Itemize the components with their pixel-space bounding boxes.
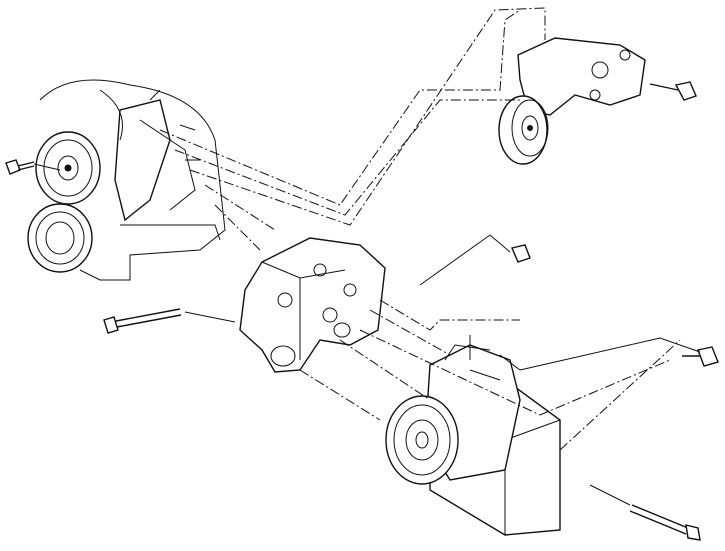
bolt-left — [5, 159, 61, 175]
bolt-right-lower — [589, 484, 701, 541]
compressor-bracket — [239, 237, 386, 373]
alignment-lines — [159, 7, 701, 451]
bolt-long-left — [103, 308, 236, 334]
engine-pulleys — [27, 79, 226, 281]
bolt-middle — [489, 234, 531, 263]
ac-compressor — [385, 335, 561, 536]
bolt-right-upper — [682, 346, 719, 367]
idler-pulley-bracket — [498, 37, 697, 165]
